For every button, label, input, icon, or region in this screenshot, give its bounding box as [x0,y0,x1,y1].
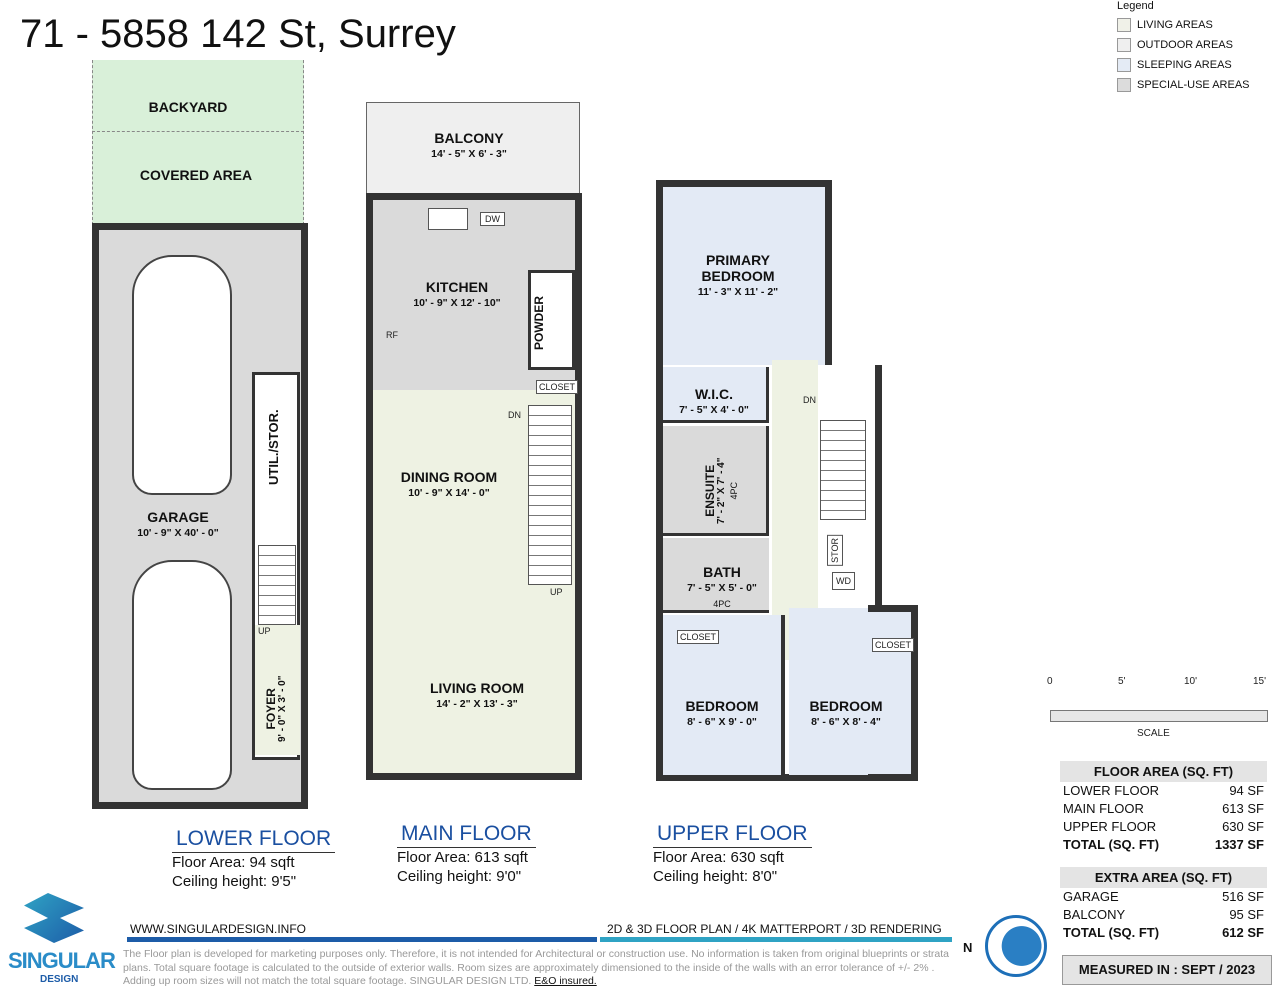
wic-label: W.I.C.7' - 5" X 4' - 0" [679,386,749,416]
upper-floor-heading: UPPER FLOOR [653,822,812,848]
closet-label: CLOSET [677,630,720,644]
legend-item: OUTDOOR AREAS [1117,38,1250,52]
ensuite [663,426,769,536]
up-label: UP [258,626,271,636]
footer-bar [600,937,952,942]
closet-label: CLOSET [536,380,579,394]
fridge-label: RF [386,330,398,340]
compass-icon [985,915,1047,977]
covered-area-label: COVERED AREA [139,167,253,183]
car-icon [132,560,232,790]
legend-item: SPECIAL-USE AREAS [1117,78,1250,92]
services-text: 2D & 3D FLOOR PLAN / 4K MATTERPORT / 3D … [607,922,942,936]
backyard-area [92,60,304,225]
footer-bar [127,937,597,942]
balcony [366,102,580,194]
up-label: UP [550,587,563,597]
website-link[interactable]: WWW.SINGULARDESIGN.INFO [130,922,307,936]
north-label: N [963,940,973,955]
dn-label: DN [508,410,521,420]
backyard-label: BACKYARD [148,99,228,115]
legend-title: Legend [1117,0,1154,12]
dishwasher-label: DW [480,212,505,226]
page-title: 71 - 5858 142 St, Surrey [20,12,456,56]
walk-in-closet [663,367,769,423]
util-stor-label: UTIL./STOR. [266,409,281,485]
bedroom-2 [789,608,875,775]
legend-item: SLEEPING AREAS [1117,58,1250,72]
disclaimer: The Floor plan is developed for marketin… [123,948,950,987]
powder-label: POWDER [532,296,546,350]
lower-floor-heading: LOWER FLOOR [172,827,336,853]
legend: Legend LIVING AREAS OUTDOOR AREAS SLEEPI… [1117,0,1250,92]
bath [663,538,769,613]
washer-dryer-label: WD [832,572,855,590]
legend-item: LIVING AREAS [1117,18,1250,32]
car-icon [132,255,232,495]
closet-label: CLOSET [872,638,915,652]
dn-label: DN [803,395,816,405]
measured-date: MEASURED IN : SEPT / 2023 [1062,955,1272,985]
main-floor-heading: MAIN FLOOR [397,822,536,848]
stor-label: STOR [827,535,843,566]
